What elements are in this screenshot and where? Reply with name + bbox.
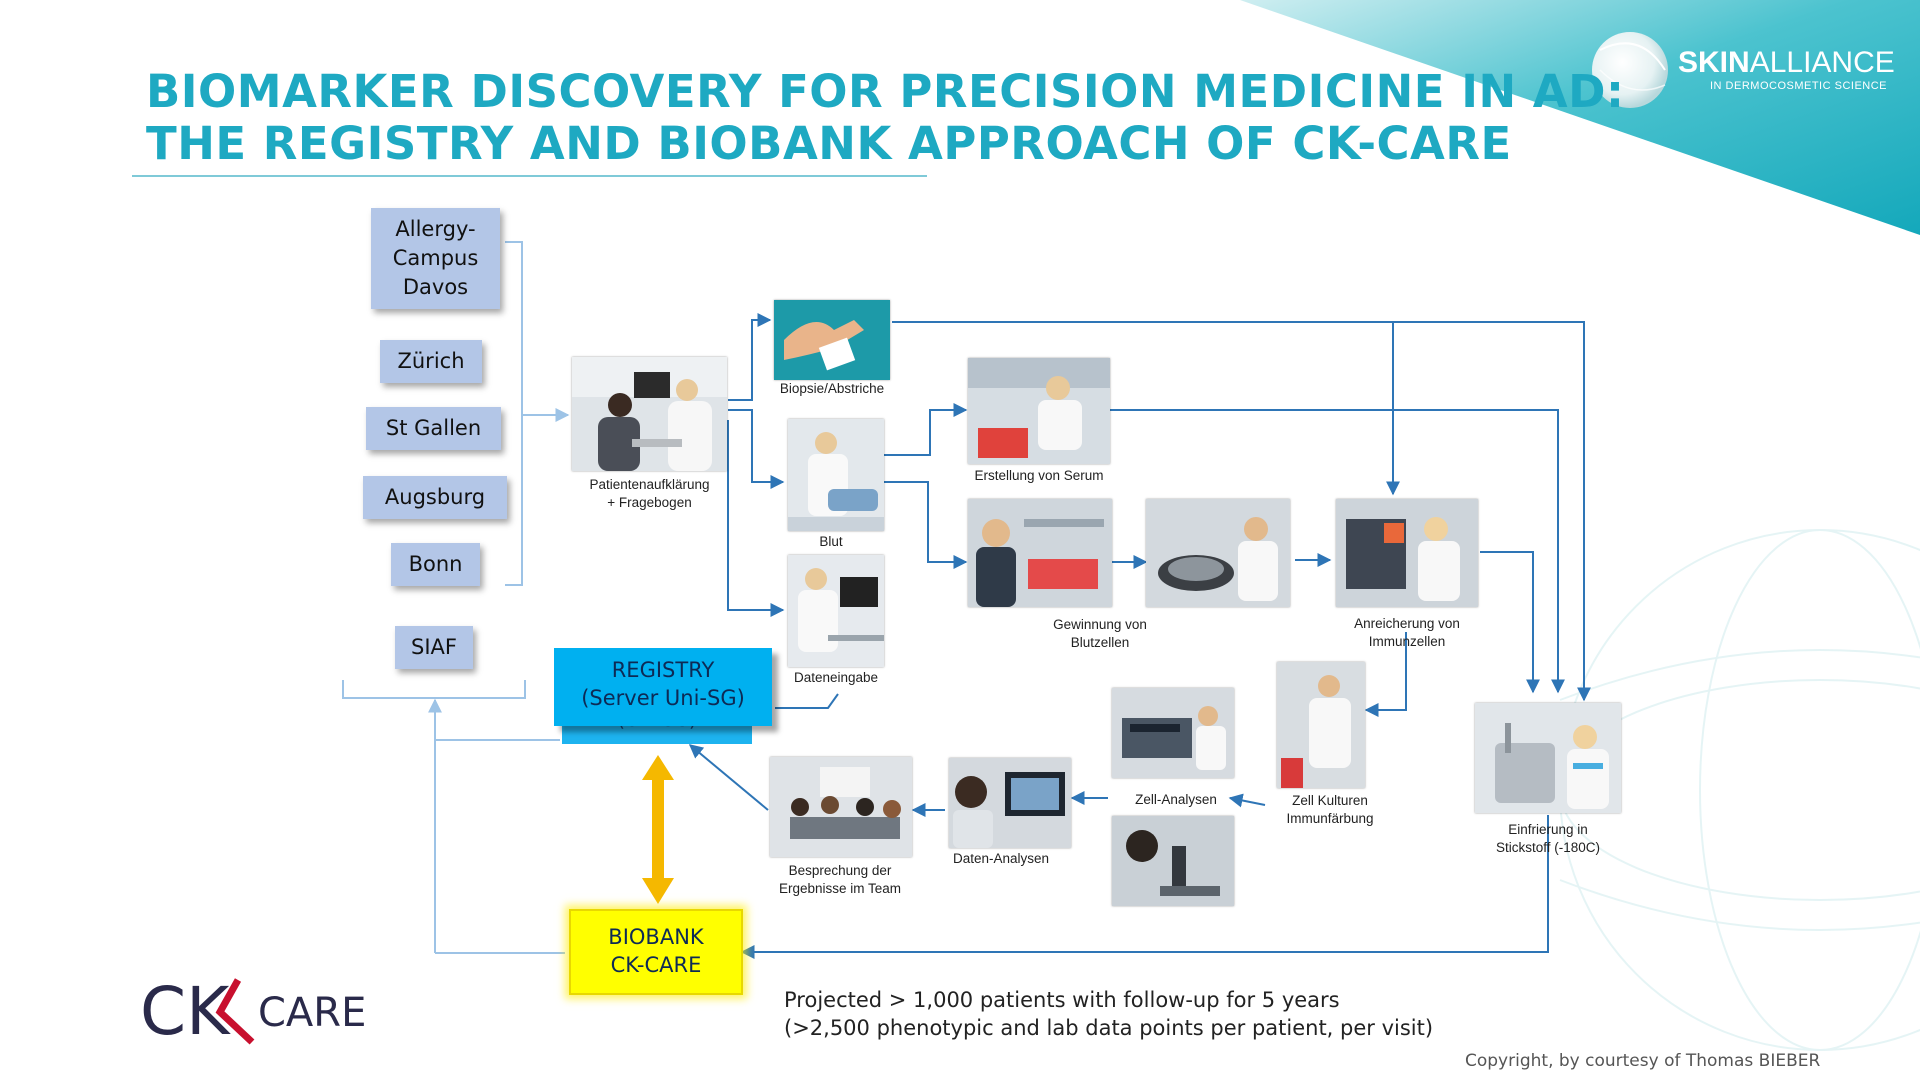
caption-consultation: Patientenaufklärung + Fragebogen — [589, 477, 710, 510]
ck-logo-mark-icon: CK — [140, 973, 255, 1050]
caption-cell-cultures: Zell Kulturen Immunfärbung — [1286, 793, 1374, 826]
caption-immune-cells: Anreicherung von Immunzellen — [1354, 616, 1460, 649]
skinalliance-pearl-icon — [1592, 32, 1668, 108]
ck-letter-c: CK — [140, 973, 231, 1050]
caption-team-meeting: Besprechung der Ergebnisse im Team — [778, 863, 902, 896]
caption-data-analysis: Daten-Analysen — [952, 851, 1050, 866]
biobank-box — [569, 909, 743, 995]
biobank-label: BIOBANK CK-CARE — [608, 925, 704, 977]
double-arrow-icon — [642, 755, 674, 904]
blood-draw-photo — [788, 419, 884, 531]
cell-analysis-photo-2 — [1112, 816, 1234, 906]
team-meeting-photo — [770, 757, 912, 857]
cell-analysis-photo-1 — [1112, 688, 1234, 778]
consultation-photo — [572, 357, 727, 471]
registry-label: REGISTRY (Server Uni-SG) — [581, 658, 745, 710]
freezer-photo — [1475, 703, 1621, 813]
caption-cell-analysis: Zell-Analysen — [1135, 792, 1217, 807]
site-bonn: Bonn — [391, 543, 480, 586]
slide-title-line-1: BIOMARKER DISCOVERY FOR PRECISION MEDICI… — [146, 65, 1625, 118]
skinalliance-name-bold: SKIN — [1678, 46, 1750, 79]
copyright-note: Copyright, by courtesy of Thomas BIEBER — [1465, 1051, 1821, 1071]
skinalliance-tagline: IN DERMOCOSMETIC SCIENCE — [1710, 80, 1888, 92]
site-st-gallen: St Gallen — [366, 407, 501, 450]
biopsy-photo — [774, 300, 890, 380]
registry-box — [554, 648, 772, 726]
site-zurich: Zürich — [380, 340, 482, 383]
title-underline — [132, 175, 927, 177]
serum-photo — [968, 358, 1110, 464]
slide-title-line-2: THE REGISTRY AND BIOBANK APPROACH OF CK-… — [146, 117, 1512, 170]
caption-data-entry: Dateneingabe — [793, 670, 879, 685]
caption-blood: Blut — [819, 534, 843, 549]
site-allergy-campus-davos: Allergy- Campus Davos — [371, 208, 500, 309]
blood-cells-photo — [968, 499, 1112, 607]
projection-note-line-1: Projected > 1,000 patients with follow-u… — [784, 988, 1340, 1012]
caption-biopsy: Biopsie/Abstriche — [779, 381, 885, 396]
caption-serum: Erstellung von Serum — [974, 468, 1104, 483]
site-siaf: SIAF — [395, 626, 473, 669]
ck-care-word: CARE — [258, 990, 367, 1036]
centrifuge-photo — [1146, 499, 1290, 607]
data-analysis-photo — [949, 758, 1071, 848]
data-entry-photo — [788, 555, 884, 667]
caption-blood-cells: Gewinnung von Blutzellen — [1053, 617, 1147, 650]
site-augsburg: Augsburg — [363, 476, 507, 519]
skinalliance-name-light: ALLIANCE — [1749, 46, 1895, 79]
immune-cells-photo — [1336, 499, 1478, 607]
cell-cultures-photo — [1277, 662, 1365, 788]
skinalliance-logo: SKINALLIANCE — [1678, 46, 1895, 80]
caption-freezing: Einfrierung in Stickstoff (-180C) — [1495, 822, 1601, 855]
projection-note-line-2: (>2,500 phenotypic and lab data points p… — [784, 1016, 1434, 1040]
